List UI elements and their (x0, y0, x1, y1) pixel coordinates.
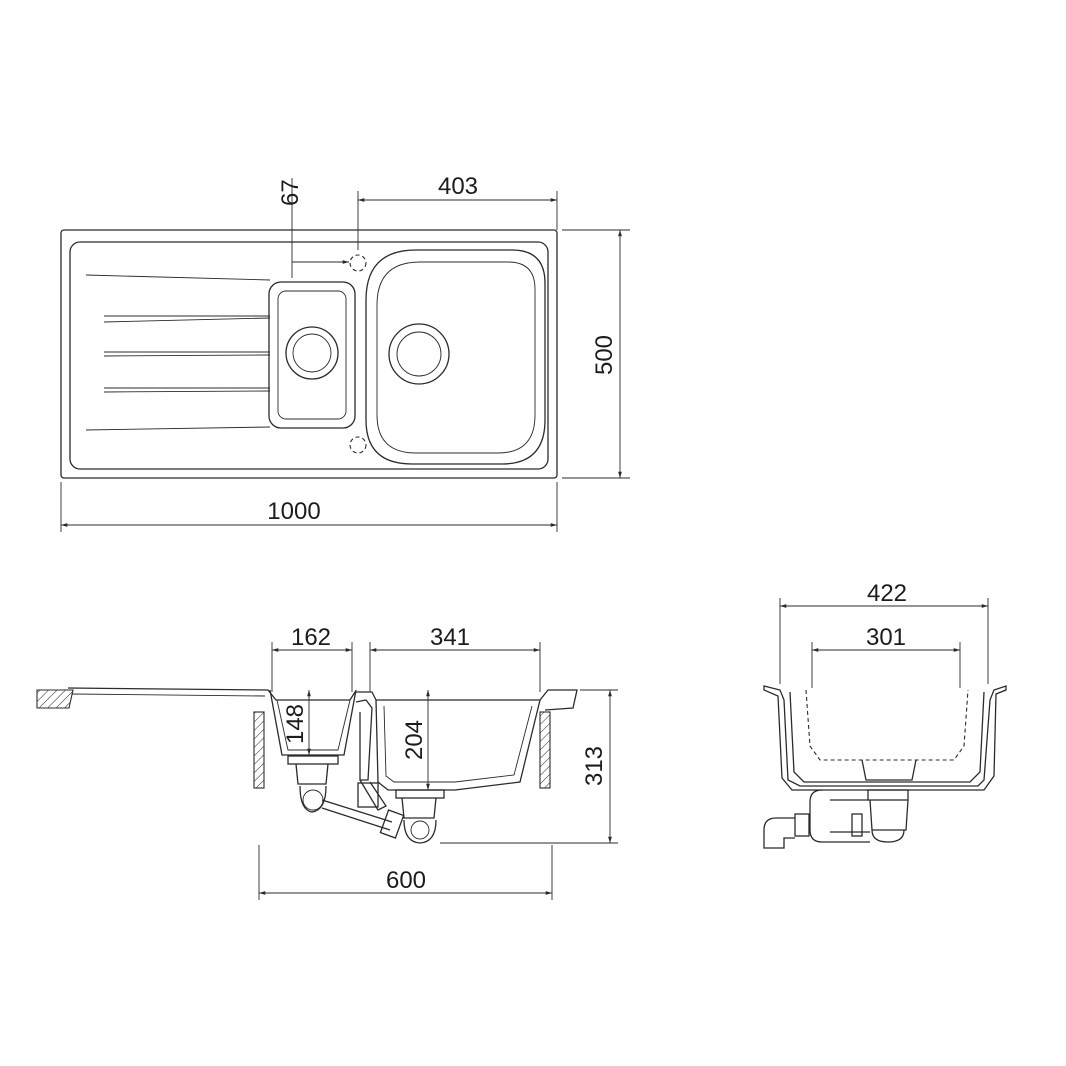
drainer-grooves (85, 274, 271, 431)
small-bowl-inner (277, 290, 347, 420)
cabinet-wall-right (539, 711, 551, 789)
side-bowl-inner (789, 691, 985, 783)
dim-label-162: 162 (291, 624, 331, 651)
connector-pipe (321, 799, 393, 831)
tap-hole-bottom (349, 436, 367, 454)
dim-main-bowl-depth: 204 (401, 690, 430, 790)
dim-label-1000: 1000 (267, 498, 320, 525)
sink-outer-rim (60, 229, 558, 479)
overflow-pipe (355, 699, 387, 811)
side-bowl-outer (763, 685, 1007, 791)
dim-section-inner-width: 301 (811, 624, 961, 688)
dim-bowl-offset: 403 (357, 173, 558, 250)
dim-overall-width: 1000 (60, 482, 558, 532)
plan-view: 67 403 500 1000 (60, 173, 630, 532)
side-section-view: 422 301 (763, 580, 1007, 849)
dim-label-148: 148 (282, 704, 309, 744)
dim-total-height: 313 (440, 689, 618, 844)
dim-label-500: 500 (591, 335, 618, 375)
small-bowl-outer (268, 281, 356, 429)
main-bowl-drain-outer (388, 323, 450, 385)
dim-tap-hole-offset: 67 (277, 178, 349, 278)
dim-label-204: 204 (401, 720, 428, 760)
tap-hole-top (349, 254, 367, 272)
dim-label-403: 403 (438, 173, 478, 200)
dim-label-301: 301 (866, 624, 906, 651)
front-section-view: 162 341 148 204 313 (36, 624, 618, 900)
main-bowl-inner (376, 261, 536, 454)
side-bowl-dashed (805, 689, 969, 761)
small-bowl-drain-outer (285, 326, 339, 380)
dim-overall-depth: 500 (562, 229, 630, 479)
dim-label-67: 67 (277, 179, 304, 206)
dim-label-313: 313 (581, 746, 608, 786)
side-waste (763, 759, 917, 849)
cabinet-wall-left (253, 711, 265, 789)
dim-small-bowl-width: 162 (271, 624, 353, 692)
small-bowl-drain-inner (292, 333, 332, 373)
dim-label-341: 341 (430, 624, 470, 651)
dim-small-bowl-depth: 148 (282, 690, 311, 755)
dim-label-600: 600 (386, 867, 426, 894)
dim-cabinet-width: 600 (258, 845, 553, 900)
main-bowl-outer (365, 249, 546, 465)
main-bowl-drain-inner (396, 331, 442, 377)
worktop-left (36, 689, 74, 709)
dim-section-outer-width: 422 (779, 580, 989, 684)
sink-inner-rim (69, 241, 549, 470)
main-bowl-waste (379, 789, 445, 844)
small-bowl-waste (287, 755, 339, 813)
dim-label-422: 422 (867, 580, 907, 607)
dim-main-bowl-width: 341 (369, 624, 541, 692)
small-bowl-section (269, 689, 357, 756)
drainer-profile (67, 687, 578, 711)
